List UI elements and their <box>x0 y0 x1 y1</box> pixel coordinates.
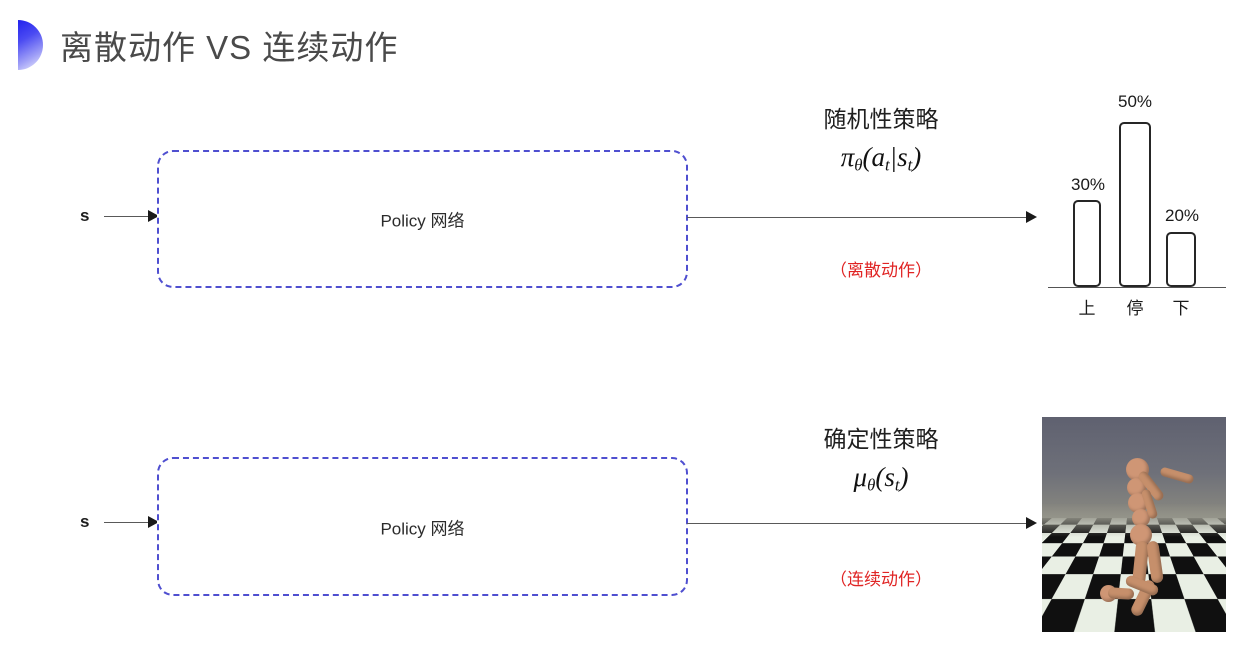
state-label-stochastic: s <box>80 206 90 225</box>
formula-deterministic: μθ(st) <box>766 462 996 496</box>
discrete-action-bar-chart: 30% 50% 20% 上 停 下 <box>1040 80 1240 320</box>
formula-mu-arg-s: s <box>884 461 895 492</box>
output-arrow-line-stochastic <box>687 217 1027 218</box>
bar-value-0: 30% <box>1070 175 1106 194</box>
humanoid-foot-pad <box>1107 587 1135 600</box>
formula-arg-a: a <box>871 141 886 172</box>
action-tag-continuous: （连续动作） <box>830 570 932 589</box>
half-disc-bullet-icon <box>18 20 43 70</box>
bar-0 <box>1073 200 1101 287</box>
input-arrow-head-stochastic <box>148 210 159 222</box>
input-arrow-line-stochastic <box>104 216 164 217</box>
policy-network-label-deterministic: Policy 网络 <box>380 519 465 538</box>
caption-deterministic: 确定性策略 μθ(st) <box>766 425 996 495</box>
formula-bar: | <box>889 141 898 172</box>
page-title-text: 离散动作 VS 连续动作 <box>60 29 399 66</box>
formula-mu-arg-s-sub: t <box>894 475 900 495</box>
formula-mu-close-paren: ) <box>899 461 909 492</box>
caption-title-deterministic: 确定性策略 <box>823 426 939 452</box>
policy-network-box-deterministic[interactable]: Policy 网络 <box>157 457 688 596</box>
output-arrow-head-deterministic <box>1026 517 1037 529</box>
bar-category-2: 下 <box>1172 299 1190 318</box>
chart-baseline <box>1048 287 1226 288</box>
formula-open-paren: ( <box>862 141 872 172</box>
bar-category-0: 上 <box>1078 299 1096 318</box>
formula-mu-open-paren: ( <box>875 461 885 492</box>
input-arrow-line-deterministic <box>104 522 164 523</box>
input-arrow-head-deterministic <box>148 516 159 528</box>
policy-network-box-stochastic[interactable]: Policy 网络 <box>157 150 688 288</box>
formula-arg-s: s <box>897 141 908 172</box>
humanoid-pelvis <box>1130 524 1152 546</box>
state-label-deterministic: s <box>80 512 90 531</box>
bar-value-1: 50% <box>1117 92 1153 111</box>
bar-2 <box>1166 232 1196 287</box>
formula-stochastic: πθ(at|st) <box>766 142 996 176</box>
policy-network-label-stochastic: Policy 网络 <box>380 211 465 231</box>
formula-arg-s-sub: t <box>907 155 913 175</box>
formula-fn-sub-theta: θ <box>854 155 863 175</box>
bar-value-2: 20% <box>1164 206 1200 225</box>
formula-close-paren: ) <box>912 141 922 172</box>
formula-fn-pi: π <box>840 141 855 172</box>
humanoid-simulation-image <box>1042 417 1226 632</box>
humanoid-mid-torso <box>1132 509 1150 527</box>
caption-stochastic: 随机性策略 πθ(at|st) <box>766 105 996 175</box>
bar-category-1: 停 <box>1126 299 1144 318</box>
bar-1 <box>1119 122 1151 287</box>
formula-fn-mu-sub-theta: θ <box>867 475 876 495</box>
output-arrow-head-stochastic <box>1026 211 1037 223</box>
page-title: 离散动作 VS 连续动作 <box>18 17 398 73</box>
caption-title-stochastic: 随机性策略 <box>823 106 939 132</box>
formula-fn-mu: μ <box>853 461 868 492</box>
action-tag-discrete: （离散动作） <box>830 261 932 280</box>
formula-arg-a-sub: t <box>885 155 890 175</box>
output-arrow-line-deterministic <box>687 523 1027 524</box>
